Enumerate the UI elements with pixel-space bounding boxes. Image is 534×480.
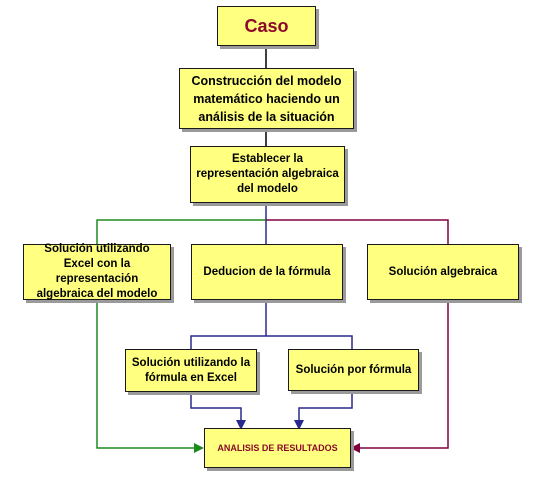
arrow-formula-to-analisis — [294, 391, 353, 430]
box-solucion-formula: Solución por fórmula — [288, 349, 419, 391]
solucion-algebraica-label: Solución algebraica — [388, 265, 498, 278]
box-analisis: ANALISIS DE RESULTADOS — [204, 428, 351, 468]
box-establecer: Establecer la representación algebraica … — [190, 146, 345, 203]
construccion-label: Construcción del modelo matemático hacie… — [191, 73, 342, 124]
caso-label: Caso — [244, 16, 289, 36]
box-solucion-formula-excel: Solución utilizando la fórmula en Excel — [125, 349, 257, 392]
deducion-label: Deducion de la fórmula — [203, 265, 331, 278]
connector-deducion-branches — [190, 335, 353, 349]
box-deducion: Deducion de la fórmula — [191, 244, 343, 300]
box-caso: Caso — [217, 6, 316, 46]
analisis-label: ANALISIS DE RESULTADOS — [217, 443, 338, 453]
connector-split-right — [266, 219, 449, 244]
arrow-excel-to-analisis — [96, 300, 204, 453]
solucion-formula-excel-label: Solución utilizando la fórmula en Excel — [131, 356, 251, 384]
solucion-excel-label: Solución utilizando Excel con la represe… — [36, 243, 158, 300]
box-solucion-algebraica: Solución algebraica — [367, 244, 519, 300]
box-construccion: Construcción del modelo matemático hacie… — [179, 68, 354, 129]
establecer-label: Establecer la representación algebraica … — [196, 153, 339, 195]
box-solucion-excel: Solución utilizando Excel con la represe… — [23, 243, 171, 300]
connector-split-left — [96, 219, 266, 244]
arrow-algebraica-to-analisis — [350, 300, 449, 453]
solucion-formula-label: Solución por fórmula — [295, 363, 412, 376]
arrow-formula-excel-to-analisis — [190, 392, 246, 430]
